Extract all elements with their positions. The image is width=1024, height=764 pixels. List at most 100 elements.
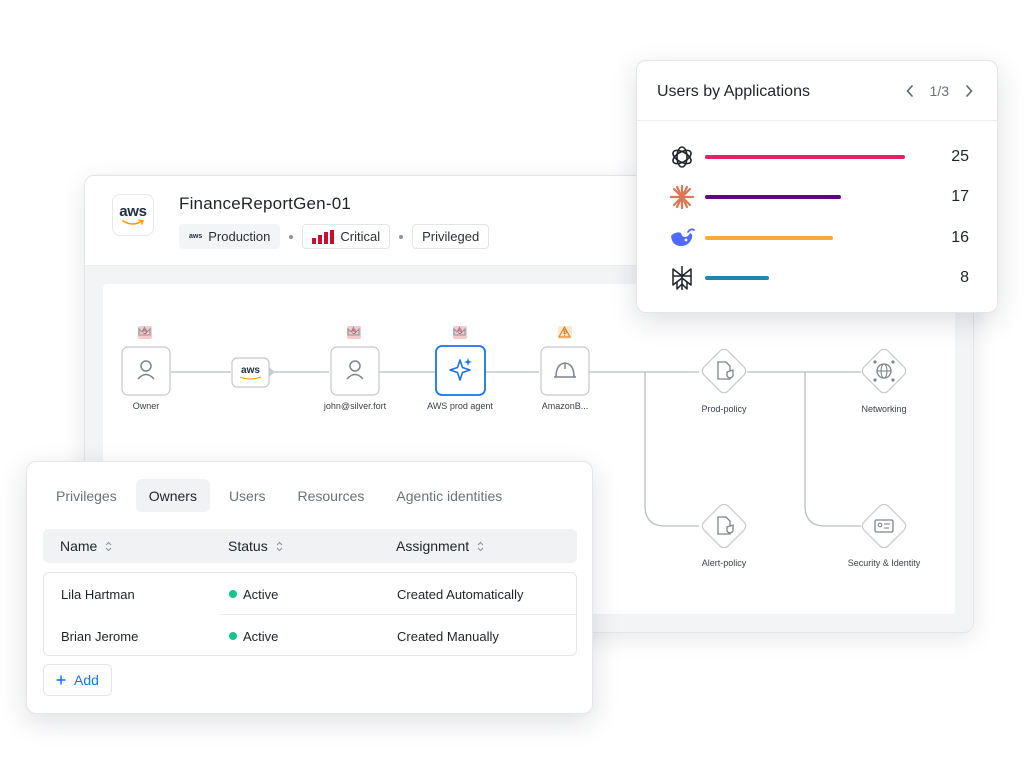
crown-icon	[453, 326, 466, 336]
table-row[interactable]: Brian Jerome Active Created Manually	[44, 615, 576, 655]
resource-title: FinanceReportGen-01	[179, 194, 352, 213]
perplexity-icon	[672, 266, 692, 290]
alert-policy-label[interactable]: Alert-policy	[701, 558, 747, 568]
add-owner-button[interactable]: Add	[43, 664, 112, 696]
alert-policy-node	[701, 503, 747, 549]
aws-smile-icon	[122, 219, 145, 225]
user-badge: 5	[347, 326, 361, 339]
status-active-dot	[229, 632, 237, 640]
status-active-dot	[229, 590, 237, 598]
risk-count: 5	[138, 326, 152, 339]
page-indicator: 1/3	[929, 83, 949, 99]
app-bar-track	[705, 155, 905, 159]
column-header-status[interactable]: Status	[228, 529, 283, 563]
add-label: Add	[74, 672, 99, 688]
owners-table-header: Name Status Assignment	[43, 529, 577, 563]
tag-separator	[399, 234, 404, 239]
owner-node-label[interactable]: Owner	[132, 401, 160, 411]
bedrock-badge: 5	[558, 326, 572, 339]
aws-logo-text: aws	[119, 202, 147, 220]
app-user-count: 25	[951, 148, 969, 165]
criticality-bars-icon	[312, 229, 335, 244]
user-node	[330, 346, 380, 396]
resource-tags: aws Production Critical Privileged	[179, 224, 490, 249]
app-bar-track	[705, 195, 905, 199]
security-identity-label[interactable]: Security & Identity	[847, 558, 921, 568]
row-divider	[220, 614, 576, 615]
app-usage-bar	[705, 276, 769, 280]
owner-status: Active	[229, 573, 278, 615]
tab-agentic-identities[interactable]: Agentic identities	[396, 487, 503, 504]
chevron-right-icon	[966, 85, 973, 97]
agent-badge: 5	[453, 326, 467, 339]
app-row-claude[interactable]: 17	[669, 182, 969, 212]
prev-page-button[interactable]	[902, 81, 918, 101]
networking-node	[861, 348, 907, 394]
app-row-openai[interactable]: 25	[669, 142, 969, 172]
column-label: Name	[60, 538, 98, 554]
owner-name: Brian Jerome	[61, 628, 139, 644]
tab-privileges[interactable]: Privileges	[56, 487, 117, 504]
criticality-tag[interactable]: Critical	[302, 224, 391, 249]
graph-edges: aws	[121, 345, 907, 549]
next-page-button[interactable]	[961, 81, 977, 101]
environment-tag[interactable]: aws Production	[179, 224, 281, 249]
apps-pager: 1/3	[902, 81, 977, 101]
app-user-count: 8	[960, 269, 969, 286]
bedrock-node-label[interactable]: AmazonB...	[541, 401, 589, 411]
owner-name: Lila Hartman	[61, 586, 135, 602]
app-row-deepseek[interactable]: 16	[669, 223, 969, 253]
app-row-perplexity[interactable]: 8	[669, 263, 969, 293]
prod-policy-label[interactable]: Prod-policy	[701, 404, 747, 414]
aws-account-node: aws	[231, 357, 270, 388]
deepseek-icon	[671, 228, 695, 246]
column-label: Status	[228, 538, 268, 554]
column-header-name[interactable]: Name	[60, 529, 112, 563]
owner-badge: 5	[138, 326, 152, 339]
app-usage-bar	[705, 155, 905, 159]
privilege-label: Privileged	[422, 229, 480, 244]
plus-icon	[56, 675, 66, 685]
tag-separator	[289, 234, 294, 239]
svg-text:aws: aws	[241, 365, 260, 376]
agent-node-label[interactable]: AWS prod agent	[427, 401, 493, 411]
criticality-label: Critical	[340, 229, 381, 244]
claude-icon	[669, 184, 695, 210]
status-label: Active	[243, 628, 279, 644]
sort-icon	[477, 541, 484, 551]
detail-tabs: Privileges Owners Users Resources Agenti…	[43, 479, 515, 512]
table-row[interactable]: Lila Hartman Active Created Automaticall…	[44, 573, 576, 615]
prod-policy-node	[701, 348, 747, 394]
app-usage-bar	[705, 195, 841, 199]
user-node-label[interactable]: john@silver.fort	[323, 401, 387, 411]
warning-icon	[558, 326, 571, 338]
networking-label[interactable]: Networking	[861, 404, 907, 414]
privilege-tag[interactable]: Privileged	[412, 224, 490, 249]
owner-assignment: Created Manually	[397, 628, 499, 644]
risk-count: 5	[347, 326, 361, 339]
aws-logo: aws	[112, 194, 154, 236]
app-usage-bar	[705, 236, 833, 240]
column-header-assignment[interactable]: Assignment	[396, 529, 484, 563]
crown-icon	[347, 326, 360, 336]
apps-panel-title: Users by Applications	[657, 83, 810, 100]
environment-label: Production	[208, 229, 271, 244]
agent-node	[435, 345, 486, 396]
chevron-left-icon	[905, 85, 913, 97]
security-identity-node	[861, 503, 907, 549]
app-user-count: 16	[951, 229, 969, 246]
openai-icon	[672, 146, 692, 168]
status-label: Active	[243, 586, 279, 602]
owner-status: Active	[229, 615, 279, 655]
risk-count: 5	[453, 326, 467, 339]
owner-assignment: Created Automatically	[397, 586, 524, 602]
sort-icon	[276, 541, 283, 551]
crown-icon	[138, 326, 151, 336]
aws-mini-logo: aws	[189, 233, 203, 240]
tab-resources[interactable]: Resources	[297, 487, 365, 504]
users-by-applications-panel: Users by Applications 1/3 25	[636, 60, 998, 313]
owners-panel: Privileges Owners Users Resources Agenti…	[26, 461, 593, 714]
tab-owners[interactable]: Owners	[135, 479, 210, 512]
tab-users[interactable]: Users	[228, 487, 266, 504]
column-label: Assignment	[396, 538, 470, 554]
